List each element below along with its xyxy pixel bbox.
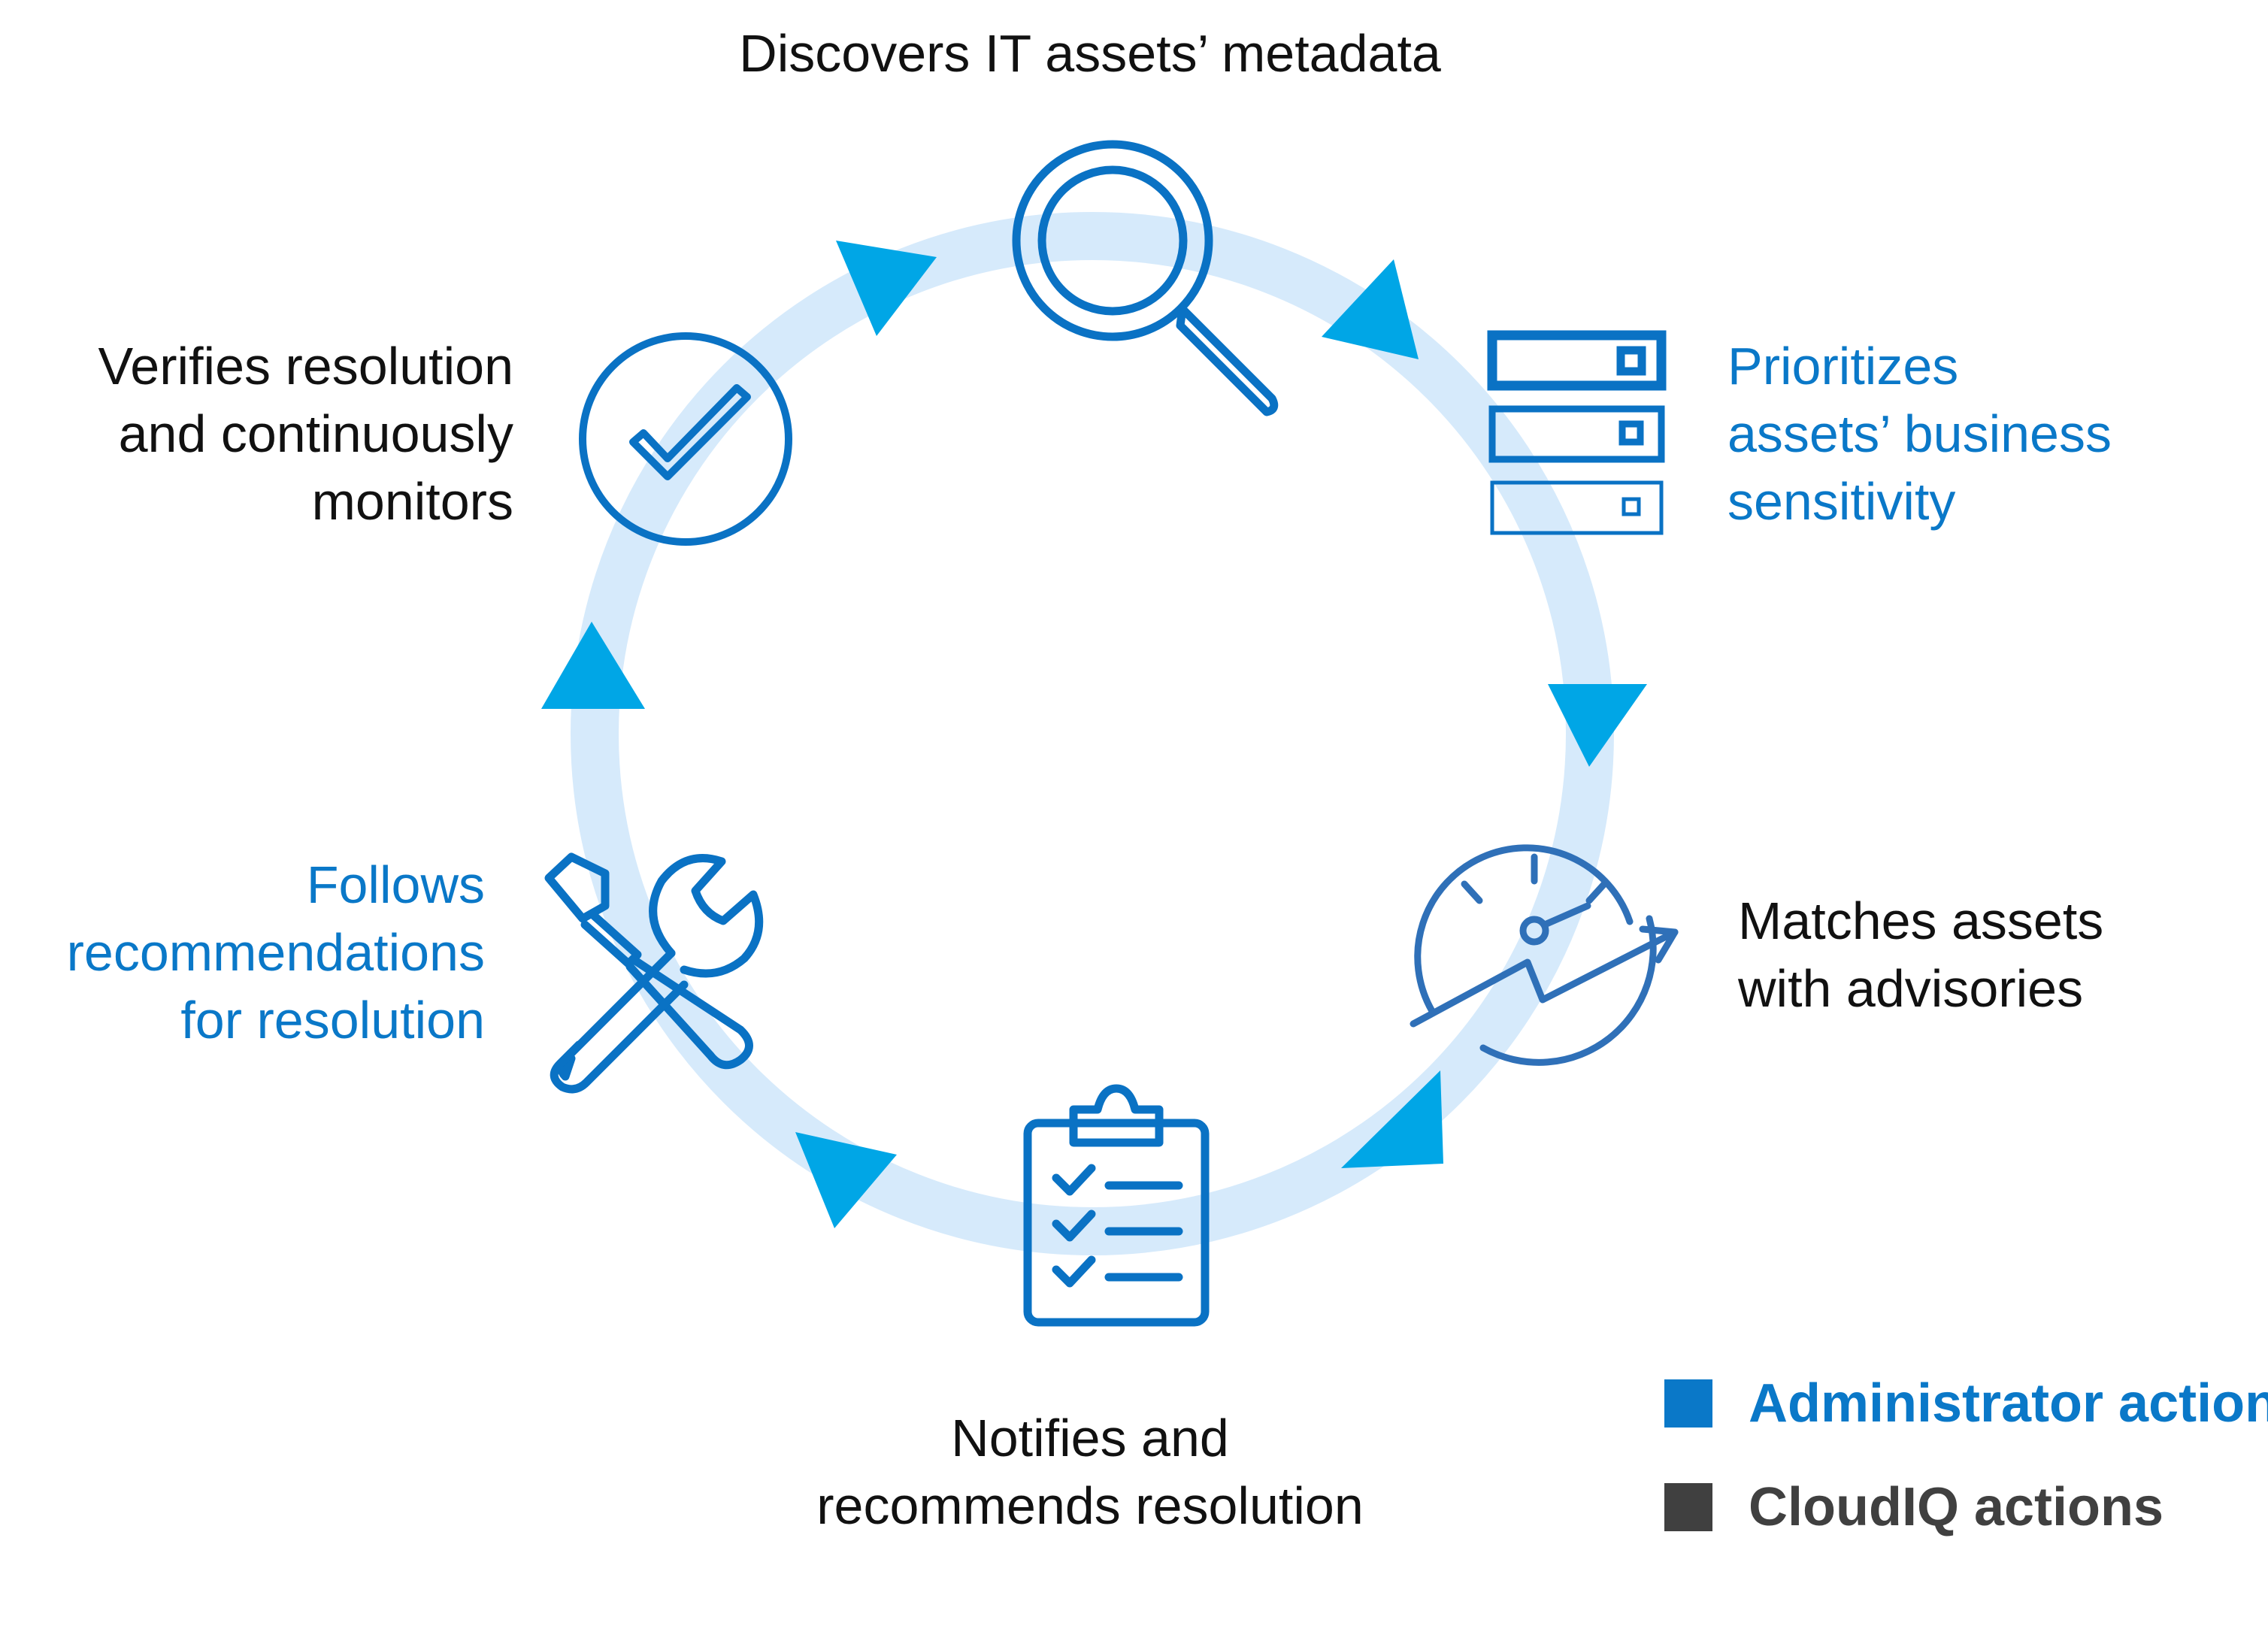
cycle-arrow-4 — [1341, 1070, 1443, 1168]
step-match-line-2: with advisories — [1738, 959, 2084, 1018]
cycle-arrow-2 — [1322, 259, 1419, 359]
gauge-trend-icon — [1410, 844, 1679, 1066]
step-notify-line-2: recommends resolution — [816, 1476, 1364, 1535]
clipboard-checklist-icon — [1023, 1084, 1210, 1327]
cycle-arrow-6 — [541, 622, 645, 709]
step-verify-label: Verifies resolution and continuously mon… — [98, 332, 513, 535]
cycle-arrow-3 — [1548, 684, 1647, 767]
wrench-screwdriver-icon — [544, 852, 764, 1094]
step-notify-line-1: Notifies and — [951, 1409, 1229, 1467]
cycle-arrow-1 — [836, 241, 937, 336]
legend-cloudiq-swatch — [1664, 1483, 1712, 1531]
step-prioritize-line-3: sensitivity — [1727, 472, 1956, 531]
step-discover-label: Discovers IT assets’ metadata — [677, 20, 1503, 87]
step-discover-line-1: Discovers IT assets’ metadata — [739, 24, 1441, 83]
step-verify-line-3: monitors — [311, 472, 513, 531]
step-follow-line-2: recommendations — [66, 923, 485, 982]
step-prioritize-label: Prioritizes assets’ business sensitivity — [1727, 332, 2112, 535]
step-match-line-1: Matches assets — [1738, 892, 2104, 950]
step-follow-line-1: Follows — [306, 855, 485, 914]
magnifier-icon — [1012, 140, 1279, 416]
step-verify-line-1: Verifies resolution — [98, 337, 513, 395]
legend-admin-swatch — [1664, 1379, 1712, 1428]
step-notify-label: Notifies and recommends resolution — [714, 1404, 1466, 1540]
server-stack-icon — [1487, 330, 1667, 535]
step-follow-label: Follows recommendations for resolution — [67, 851, 485, 1054]
legend-admin: Administrator actions — [1664, 1373, 2268, 1434]
check-circle-icon — [579, 332, 792, 546]
step-match-label: Matches assets with advisories — [1738, 887, 2103, 1022]
step-verify-line-2: and continuously — [118, 404, 513, 463]
step-prioritize-line-1: Prioritizes — [1727, 337, 1959, 395]
legend-cloudiq-label: CloudIQ actions — [1749, 1477, 2164, 1537]
cycle-arrow-5 — [795, 1132, 897, 1228]
legend-admin-label: Administrator actions — [1749, 1373, 2268, 1434]
step-prioritize-line-2: assets’ business — [1727, 404, 2112, 463]
legend-cloudiq: CloudIQ actions — [1664, 1476, 2164, 1538]
step-follow-line-3: for resolution — [180, 991, 485, 1049]
